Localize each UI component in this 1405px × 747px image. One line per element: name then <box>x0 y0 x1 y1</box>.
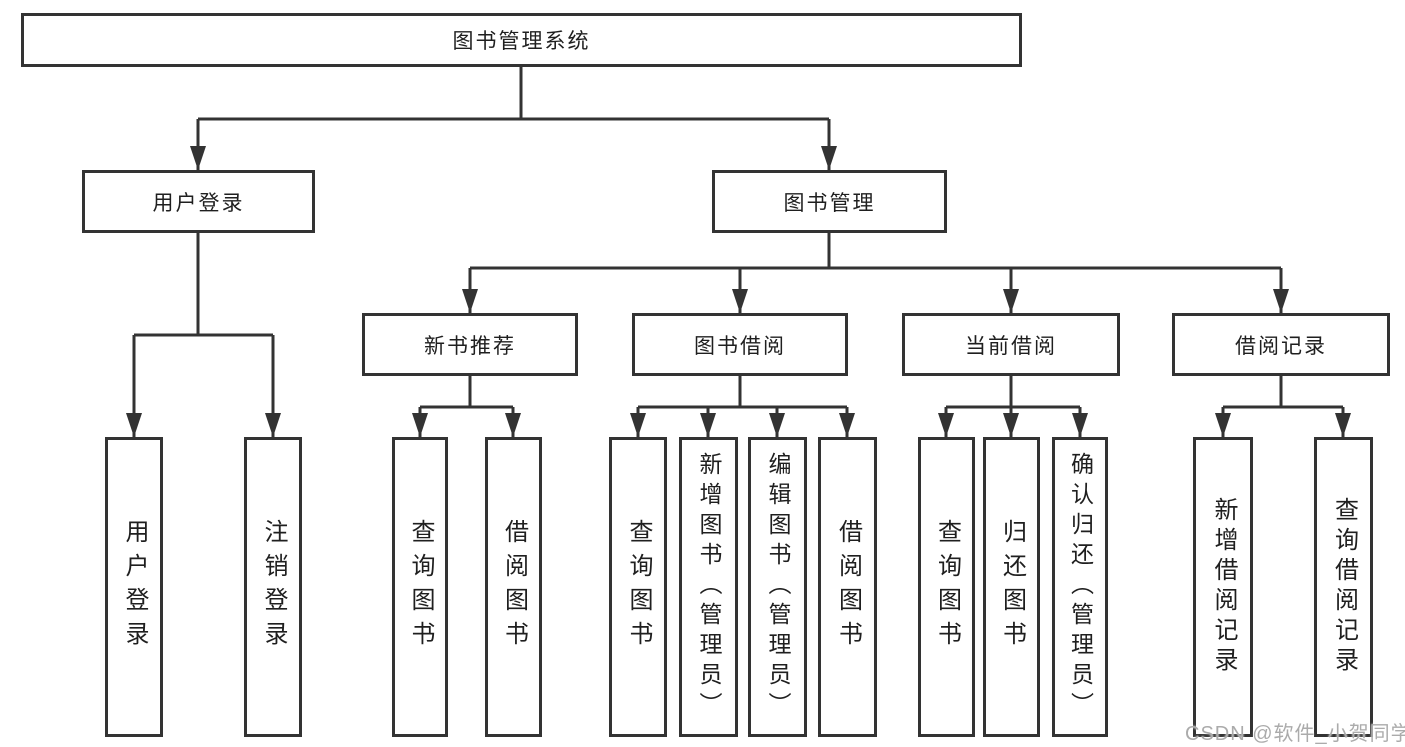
node-label: 新书推荐 <box>424 334 516 358</box>
leaf-add-borrow-record: 新增借阅记录 <box>1193 437 1253 737</box>
connector-record-to-leaves <box>1215 376 1351 437</box>
leaf-label: 注销登录 <box>260 519 287 655</box>
leaf-query-books-borrow: 查询图书 <box>609 437 667 737</box>
leaf-label: 查询图书 <box>933 519 961 655</box>
node-current-borrowing: 当前借阅 <box>902 313 1120 376</box>
leaf-user-login: 用户登录 <box>105 437 163 737</box>
node-user-login: 用户登录 <box>82 170 315 233</box>
node-borrowing-records: 借阅记录 <box>1172 313 1390 376</box>
leaf-label: 确认归还（管理员） <box>1067 452 1094 722</box>
node-label: 图书借阅 <box>694 334 786 358</box>
leaf-borrow-books-recommend: 借阅图书 <box>485 437 542 737</box>
leaf-query-books-recommend: 查询图书 <box>392 437 448 737</box>
leaf-query-books-current: 查询图书 <box>918 437 975 737</box>
leaf-label: 查询图书 <box>407 519 434 655</box>
connector-book-mgmt-to-level3 <box>462 233 1289 313</box>
connector-current-to-leaves <box>938 376 1088 437</box>
leaf-borrow-books: 借阅图书 <box>818 437 877 737</box>
node-label: 借阅记录 <box>1235 334 1327 358</box>
leaf-label: 用户登录 <box>121 519 148 655</box>
connector-root-to-level2 <box>190 67 837 170</box>
connector-borrow-to-leaves <box>630 376 855 437</box>
leaf-logout: 注销登录 <box>244 437 302 737</box>
leaf-label: 编辑图书（管理员） <box>765 452 791 722</box>
leaf-label: 借阅图书 <box>500 519 528 655</box>
node-root-system: 图书管理系统 <box>21 13 1022 67</box>
leaf-label: 查询图书 <box>625 519 652 655</box>
leaf-label: 查询借阅记录 <box>1330 497 1358 677</box>
leaf-confirm-return-admin: 确认归还（管理员） <box>1052 437 1108 737</box>
connector-new-rec-to-leaves <box>412 376 521 437</box>
leaf-label: 归还图书 <box>998 519 1026 655</box>
connector-user-login-to-leaves <box>126 233 281 437</box>
node-label: 图书管理系统 <box>452 30 591 53</box>
node-label: 图书管理 <box>783 191 876 215</box>
leaf-add-books-admin: 新增图书（管理员） <box>679 437 738 737</box>
node-book-borrowing: 图书借阅 <box>632 313 848 376</box>
node-book-management: 图书管理 <box>712 170 947 233</box>
node-new-book-recommend: 新书推荐 <box>362 313 578 376</box>
leaf-edit-books-admin: 编辑图书（管理员） <box>748 437 807 737</box>
leaf-label: 新增借阅记录 <box>1210 497 1237 677</box>
leaf-return-books: 归还图书 <box>983 437 1040 737</box>
node-label: 用户登录 <box>152 191 245 215</box>
csdn-watermark: CSDN @软件_小贺同学 <box>1185 723 1405 745</box>
node-label: 当前借阅 <box>965 334 1057 358</box>
leaf-label: 借阅图书 <box>834 519 862 655</box>
leaf-query-borrow-record: 查询借阅记录 <box>1314 437 1373 737</box>
leaf-label: 新增图书（管理员） <box>696 452 722 722</box>
